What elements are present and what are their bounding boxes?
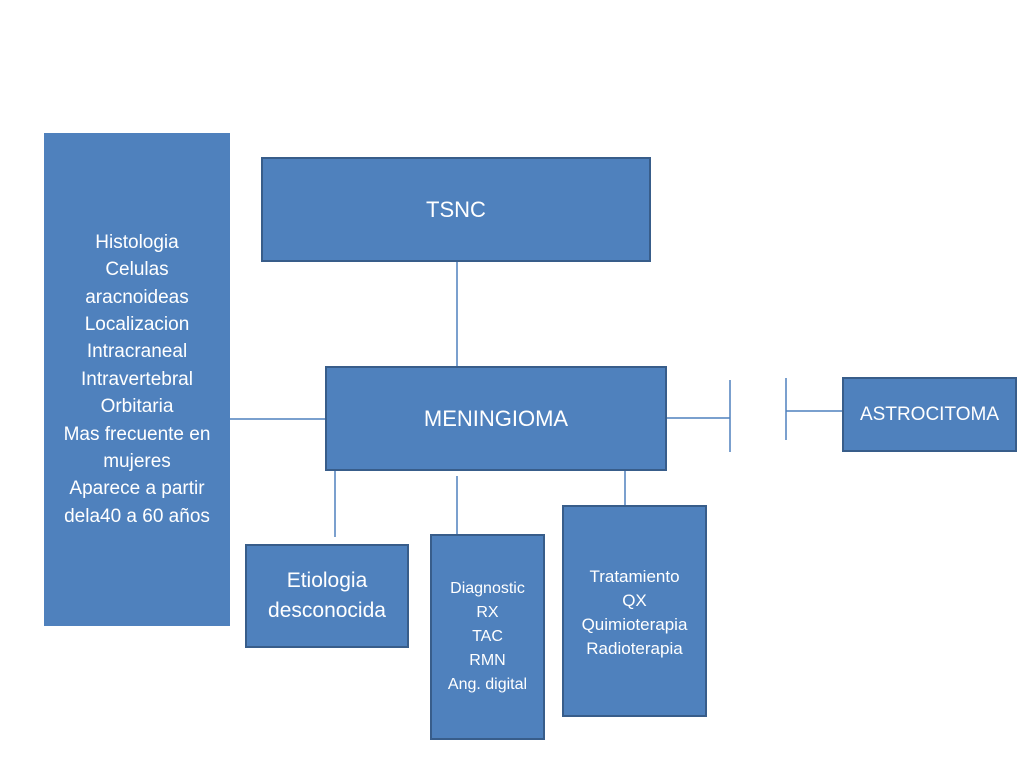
diagnostic-line: TAC (472, 628, 503, 645)
meningioma-label: MENINGIOMA (423, 405, 569, 431)
etiologia-line: desconocida (268, 599, 386, 622)
etiologia-text: Etiologia desconocida (268, 566, 386, 626)
histology-line: Aparece a partir (69, 478, 205, 500)
histology-line: Celulas (105, 259, 169, 281)
histology-line: Orbitaria (100, 396, 174, 418)
diagnostic-box: Diagnostic RX TAC RMN Ang. digital (430, 534, 545, 740)
tratamiento-text: Tratamiento QX Quimioterapia Radioterapi… (582, 565, 688, 661)
histology-line: mujeres (103, 451, 171, 473)
astrocitoma-label: ASTROCITOMA (860, 403, 999, 425)
tratamiento-box: Tratamiento QX Quimioterapia Radioterapi… (562, 505, 707, 717)
tratamiento-line: Tratamiento (589, 567, 680, 586)
histology-line: Intravertebral (81, 368, 193, 390)
diagnostic-line: RMN (469, 652, 506, 669)
meningioma-box: MENINGIOMA (325, 366, 667, 471)
etiologia-line: Etiologia (286, 569, 368, 592)
histology-line: dela40 a 60 años (64, 505, 210, 527)
diagnostic-line: Ang. digital (447, 676, 528, 693)
astrocitoma-box: ASTROCITOMA (842, 377, 1017, 452)
histology-line: aracnoideas (85, 286, 189, 308)
histology-box: Histologia Celulas aracnoideas Localizac… (44, 133, 230, 626)
histology-line: Intracraneal (86, 341, 188, 363)
histology-line: Mas frecuente en (63, 423, 211, 445)
diagnostic-text: Diagnostic RX TAC RMN Ang. digital (448, 577, 527, 697)
diagnostic-line: RX (476, 604, 499, 621)
diagnostic-line: Diagnostic (450, 580, 525, 597)
tsnc-box: TSNC (261, 157, 651, 262)
histology-text: Histologia Celulas aracnoideas Localizac… (64, 229, 211, 530)
histology-line: Histologia (95, 231, 179, 253)
histology-line: Localizacion (84, 313, 190, 335)
etiologia-box: Etiologia desconocida (245, 544, 409, 648)
tratamiento-line: Radioterapia (586, 639, 683, 658)
tsnc-label: TSNC (426, 196, 486, 222)
tratamiento-line: QX (622, 591, 647, 610)
tratamiento-line: Quimioterapia (581, 615, 688, 634)
